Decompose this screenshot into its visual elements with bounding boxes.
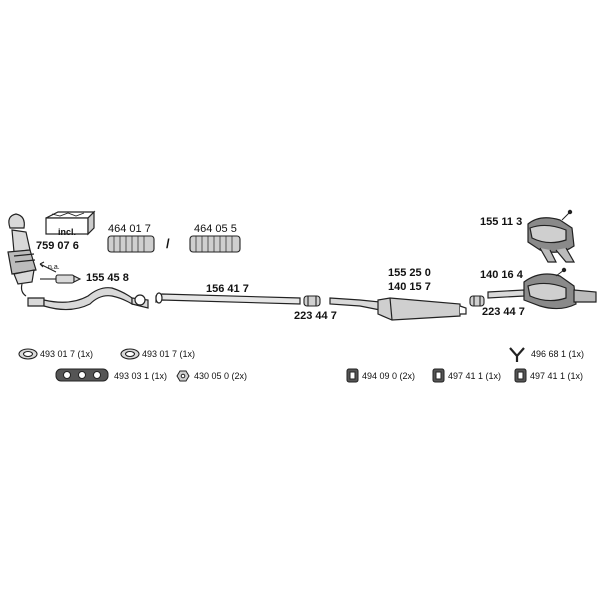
- y-hanger-icon: [509, 347, 525, 362]
- rear-top-part-number: 155 11 3: [480, 216, 523, 228]
- middle-pipe: [155, 292, 301, 305]
- flex-a-part-number: 464 01 7: [108, 223, 151, 235]
- nut-icon: [176, 370, 190, 382]
- hardware-y-hanger: 496 68 1 (1x): [531, 349, 585, 359]
- hardware-ring-2: 493 01 7 (1x): [142, 349, 196, 359]
- rear-bottom-part-number: 140 16 4: [480, 269, 523, 281]
- hardware-nut: 430 05 0 (2x): [194, 371, 248, 381]
- catalytic-converter: [7, 213, 37, 297]
- hardware-ring-1: 493 01 7 (1x): [40, 349, 94, 359]
- clamp-left-part-number: 223 44 7: [294, 310, 337, 322]
- rubber-mount-icon: [432, 368, 445, 383]
- kit-incl-label: incl.: [58, 227, 77, 237]
- hardware-rubber-3: 497 41 1 (1x): [530, 371, 584, 381]
- lambda-sensor-icon: [40, 274, 82, 284]
- flex-b-part-number: 464 05 5: [194, 223, 237, 235]
- hardware-rubber-2: 497 41 1 (1x): [448, 371, 502, 381]
- clamp-right-icon: [469, 295, 485, 307]
- na-arrow: [39, 261, 57, 273]
- hardware-rubber-1: 494 09 0 (2x): [362, 371, 416, 381]
- clamp-right-part-number: 223 44 7: [482, 306, 525, 318]
- kit-box-icon: [45, 210, 96, 236]
- flex-pipe-b: [189, 235, 241, 253]
- not-available-note: n.a.: [48, 264, 60, 271]
- muffler-a-part-number: 155 25 0: [388, 267, 431, 279]
- rubber-mount-icon: [346, 368, 359, 383]
- kit-part-number: 759 07 6: [36, 240, 79, 252]
- hardware-flange: 493 03 1 (1x): [114, 371, 168, 381]
- part-separator: /: [166, 236, 170, 251]
- flange-gasket-icon: [55, 368, 109, 382]
- front-pipe: [27, 287, 149, 311]
- sensor-part-number: 155 45 8: [86, 272, 129, 284]
- center-muffler: [329, 297, 467, 321]
- clamp-left-icon: [303, 295, 321, 307]
- rubber-mount-icon: [514, 368, 527, 383]
- rear-muffler-top: [527, 209, 576, 263]
- gasket-ring-icon: [18, 348, 38, 360]
- gasket-ring-icon: [120, 348, 140, 360]
- muffler-b-part-number: 140 15 7: [388, 281, 431, 293]
- middle-pipe-part-number: 156 41 7: [206, 283, 249, 295]
- rear-muffler-bottom: [487, 267, 597, 310]
- flex-pipe-a: [107, 235, 155, 253]
